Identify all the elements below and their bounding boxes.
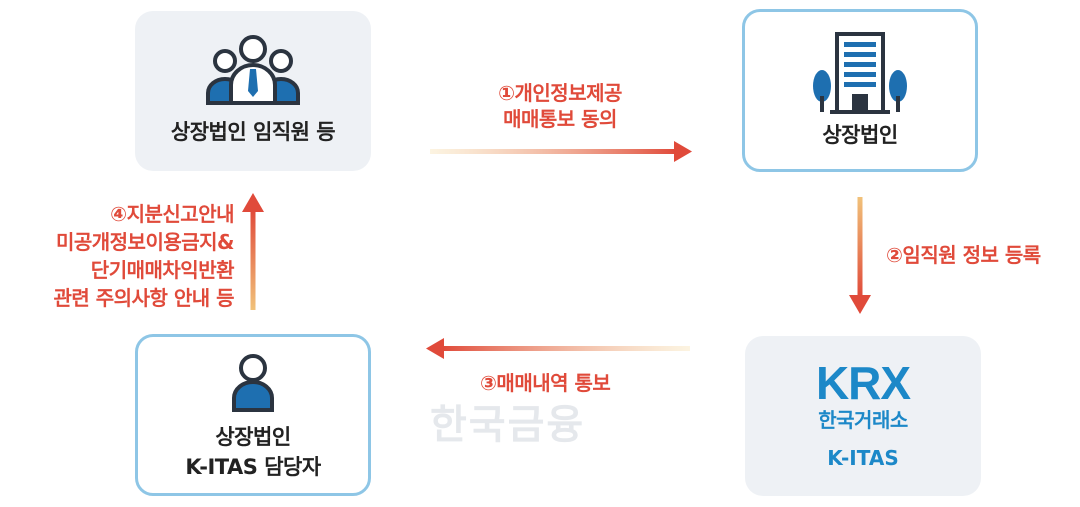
step4-line2: 미공개정보이용금지& [55,230,235,254]
executives-label: 상장법인 임직원 등 [170,120,336,144]
step4-line1: ④지분신고안내 [110,202,234,226]
node-company: 상장법인 [742,9,978,172]
arrow-step2 [849,197,871,314]
step1-label: ①개인정보제공 매매통보 동의 [470,80,650,132]
krx-system-label: K-ITAS [827,446,899,470]
step2-label: ②임직원 정보 등록 [886,243,1041,267]
arrow-step4 [242,193,264,310]
node-executives: 상장법인 임직원 등 [135,11,371,171]
step4-line3: 단기매매차익반환 [90,258,235,282]
node-manager: 상장법인 K-ITAS 담당자 [135,334,371,496]
manager-label-line2: K-ITAS 담당자 [185,455,321,479]
arrow-step1 [430,141,692,162]
krx-name: 한국거래소 [818,408,908,432]
manager-label-line1: 상장법인 [215,425,291,449]
node-krx: KRX 한국거래소 K-ITAS [745,336,981,496]
step1-line2: 매매통보 동의 [503,107,617,131]
person-icon [230,352,276,414]
step3-label: ③매매내역 통보 [480,371,611,395]
step4-line4: 관련 주의사항 안내 등 [53,286,235,310]
arrow-step3 [426,338,690,359]
step1-line1: ①개인정보제공 [498,81,622,105]
building-icon [810,30,910,116]
step4-label: ④지분신고안내 미공개정보이용금지& 단기매매차익반환 관련 주의사항 안내 등 [10,200,235,312]
people-group-icon [203,31,303,111]
krx-logo: KRX [815,357,911,409]
company-label: 상장법인 [822,122,898,147]
watermark: 한국금융 [430,402,586,448]
